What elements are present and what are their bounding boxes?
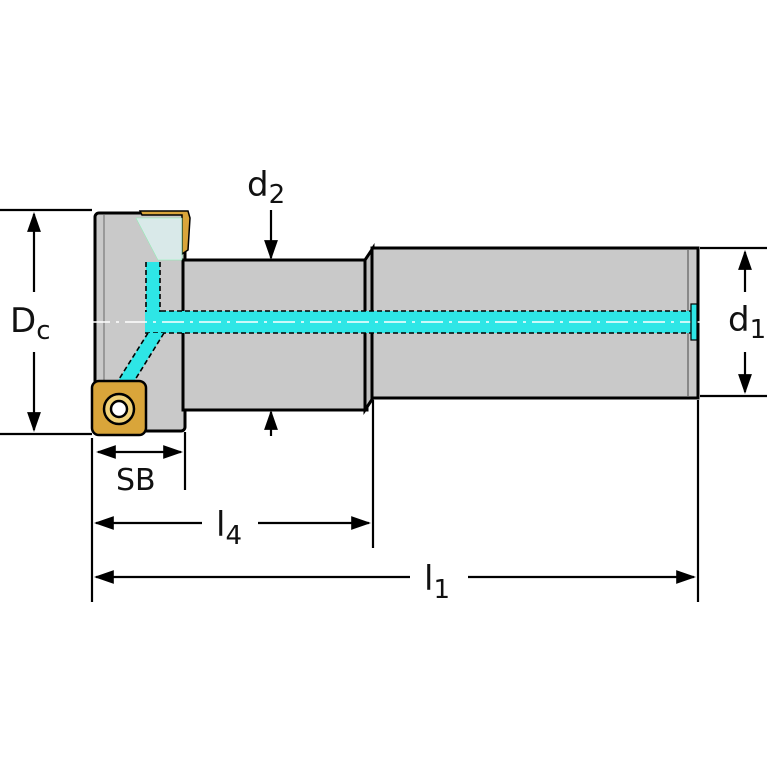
dc-label: Dc — [10, 301, 50, 346]
d1-label: d1 — [728, 300, 766, 345]
coolant-channel — [88, 262, 712, 389]
dimension-sb — [96, 432, 187, 490]
neck — [181, 258, 369, 412]
d2-label: d2 — [247, 165, 285, 210]
l4-label: l4 — [216, 505, 242, 551]
l1-label: l1 — [424, 559, 450, 605]
sb-label: SB — [116, 463, 156, 498]
dimension-l1 — [94, 400, 700, 602]
dimension-d1 — [700, 246, 767, 398]
dimension-dc — [0, 208, 92, 436]
dimension-l4 — [90, 400, 375, 602]
bottom-insert — [90, 379, 148, 437]
top-insert — [135, 210, 191, 261]
